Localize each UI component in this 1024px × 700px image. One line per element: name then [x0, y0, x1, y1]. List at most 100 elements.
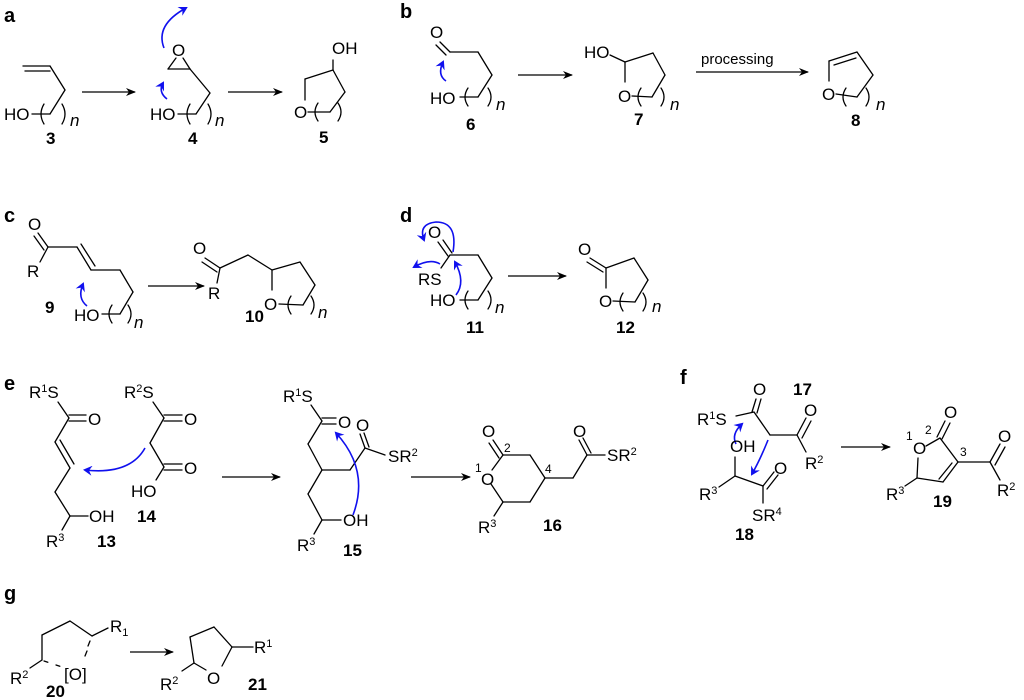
compound-label-4: 4 — [188, 129, 198, 148]
ring-number-1-19: 1 — [906, 429, 913, 443]
thioester-oxygen-18: O — [774, 459, 787, 478]
thioester-oxygen-17: O — [753, 380, 766, 399]
panel-g: g R1 R2 [O] 20 — [4, 583, 272, 700]
panel-e: e R1S O OH R3 13 R2S — [4, 373, 637, 560]
ring-oxygen-10: O — [264, 295, 277, 314]
r2s-14: R2S — [124, 383, 154, 402]
compound-label-20: 20 — [46, 682, 65, 700]
repeat-n-4: n — [215, 111, 224, 130]
compound-14: R2S O O HO 14 — [83, 383, 197, 526]
curly-arrow-epoxide-opening — [161, 6, 188, 49]
panel-label-d: d — [400, 205, 412, 227]
ring-number-2: 2 — [504, 441, 511, 455]
ring-number-3-19: 3 — [960, 445, 967, 459]
compound-label-6: 6 — [466, 115, 475, 134]
panel-label-e: e — [4, 373, 15, 395]
r1-20: R1 — [110, 617, 128, 639]
compound-7: HO O n 7 — [584, 43, 679, 129]
repeat-n-10: n — [318, 303, 327, 322]
hydroxyl-13: OH — [89, 507, 115, 526]
thioester-oxygen-16: O — [573, 422, 586, 441]
carbonyl-oxygen-15b: O — [356, 416, 369, 435]
ring-oxygen-16: O — [481, 470, 494, 489]
panel-label-g: g — [4, 583, 16, 605]
ring-oxygen-12: O — [599, 292, 612, 311]
compound-label-18: 18 — [735, 525, 754, 544]
panel-d: d O RS HO n 11 O — [400, 205, 661, 337]
compound-13: R1S O OH R3 13 — [29, 383, 116, 551]
compound-label-14: 14 — [137, 507, 156, 526]
panel-label-a: a — [4, 5, 16, 27]
acid-oxygen-14: O — [184, 459, 197, 478]
ring-number-2-19: 2 — [925, 423, 932, 437]
r2-17: R2 — [805, 454, 823, 473]
r1s-15: R1S — [283, 387, 313, 406]
compound-18: OH R3 O SR4 18 — [699, 437, 787, 544]
r3-16: R3 — [478, 518, 496, 537]
compound-9: O R HO n 9 — [27, 215, 143, 332]
compound-label-19: 19 — [933, 492, 952, 511]
lactone-carbonyl-oxygen-16: O — [482, 422, 495, 441]
compound-15: R1S O O SR2 OH R3 15 — [283, 387, 418, 560]
carbonyl-oxygen-10: O — [193, 239, 206, 258]
curly-arrow-michael-addition — [83, 447, 146, 476]
r3-18: R3 — [699, 485, 717, 504]
ketone-oxygen-19: O — [998, 427, 1011, 446]
repeat-n-11: n — [495, 298, 504, 317]
compound-label-17: 17 — [793, 380, 812, 399]
compound-label-3: 3 — [46, 129, 55, 148]
r-group-9: R — [27, 262, 39, 281]
repeat-n-6: n — [496, 95, 505, 114]
oxidant-20: [O] — [64, 665, 87, 684]
curly-arrow-thiolate-leaving — [412, 259, 441, 268]
condition-processing: processing — [701, 51, 774, 68]
ketone-oxygen-17: O — [804, 401, 817, 420]
ring-oxygen-8: O — [822, 85, 835, 104]
acid-hydroxyl-14: HO — [131, 482, 157, 501]
hydroxyl-18: OH — [730, 437, 756, 456]
compound-16: O 2 4 1 O R3 16 O SR2 — [475, 422, 637, 537]
thioester-rs-11: RS — [418, 270, 442, 289]
panel-f: f O R1S O R2 17 OH — [680, 367, 1015, 544]
hydroxyl-9: HO — [74, 306, 100, 325]
compound-label-10: 10 — [245, 307, 264, 326]
compound-3: HO n 3 — [4, 65, 79, 148]
ring-oxygen-5: O — [294, 103, 307, 122]
curly-arrow-hemiacetal-formation — [435, 60, 447, 82]
curly-arrow-alkoxide-attack — [453, 260, 463, 296]
compound-19: O 2 1 O 3 R3 19 O R2 — [886, 403, 1015, 511]
thioester-oxygen-14: O — [184, 410, 197, 429]
r2-21: R2 — [160, 675, 178, 694]
sr2-15: SR2 — [388, 447, 418, 466]
r3-13: R3 — [46, 532, 64, 551]
compound-label-8: 8 — [851, 111, 860, 130]
carbonyl-oxygen-13: O — [88, 410, 101, 429]
carbonyl-oxygen-11: O — [428, 223, 441, 242]
hydroxyl-4: HO — [150, 105, 176, 124]
curly-arrow-knoevenagel — [751, 439, 769, 476]
r2-20: R2 — [10, 669, 28, 688]
panel-label-c: c — [4, 205, 15, 227]
ring-oxygen-7: O — [618, 87, 631, 106]
hydroxyl-6: HO — [430, 89, 456, 108]
r3-15: R3 — [297, 536, 315, 555]
repeat-n-7: n — [670, 95, 679, 114]
compound-11: O RS HO n 11 — [412, 221, 504, 337]
curly-arrow-hydroxyl-attack — [155, 81, 168, 100]
r2-19: R2 — [997, 481, 1015, 500]
carbonyl-oxygen-6: O — [430, 23, 443, 42]
r1-21: R1 — [254, 638, 272, 657]
compound-8: O n 8 — [822, 51, 885, 130]
compound-4: O HO n 4 — [150, 6, 224, 148]
curly-arrow-lactonization — [334, 431, 360, 516]
panel-b: b O HO n 6 HO O — [400, 1, 885, 134]
repeat-n-8: n — [876, 95, 885, 114]
compound-label-15: 15 — [343, 541, 362, 560]
repeat-n-12: n — [652, 297, 661, 316]
hydroxyl-5: OH — [332, 39, 358, 58]
panel-label-b: b — [400, 1, 412, 23]
compound-17: O R1S O R2 17 — [697, 380, 823, 476]
ring-oxygen-19: O — [913, 439, 926, 458]
panel-c: c O R HO n 9 O — [4, 205, 327, 332]
compound-label-16: 16 — [543, 516, 562, 535]
